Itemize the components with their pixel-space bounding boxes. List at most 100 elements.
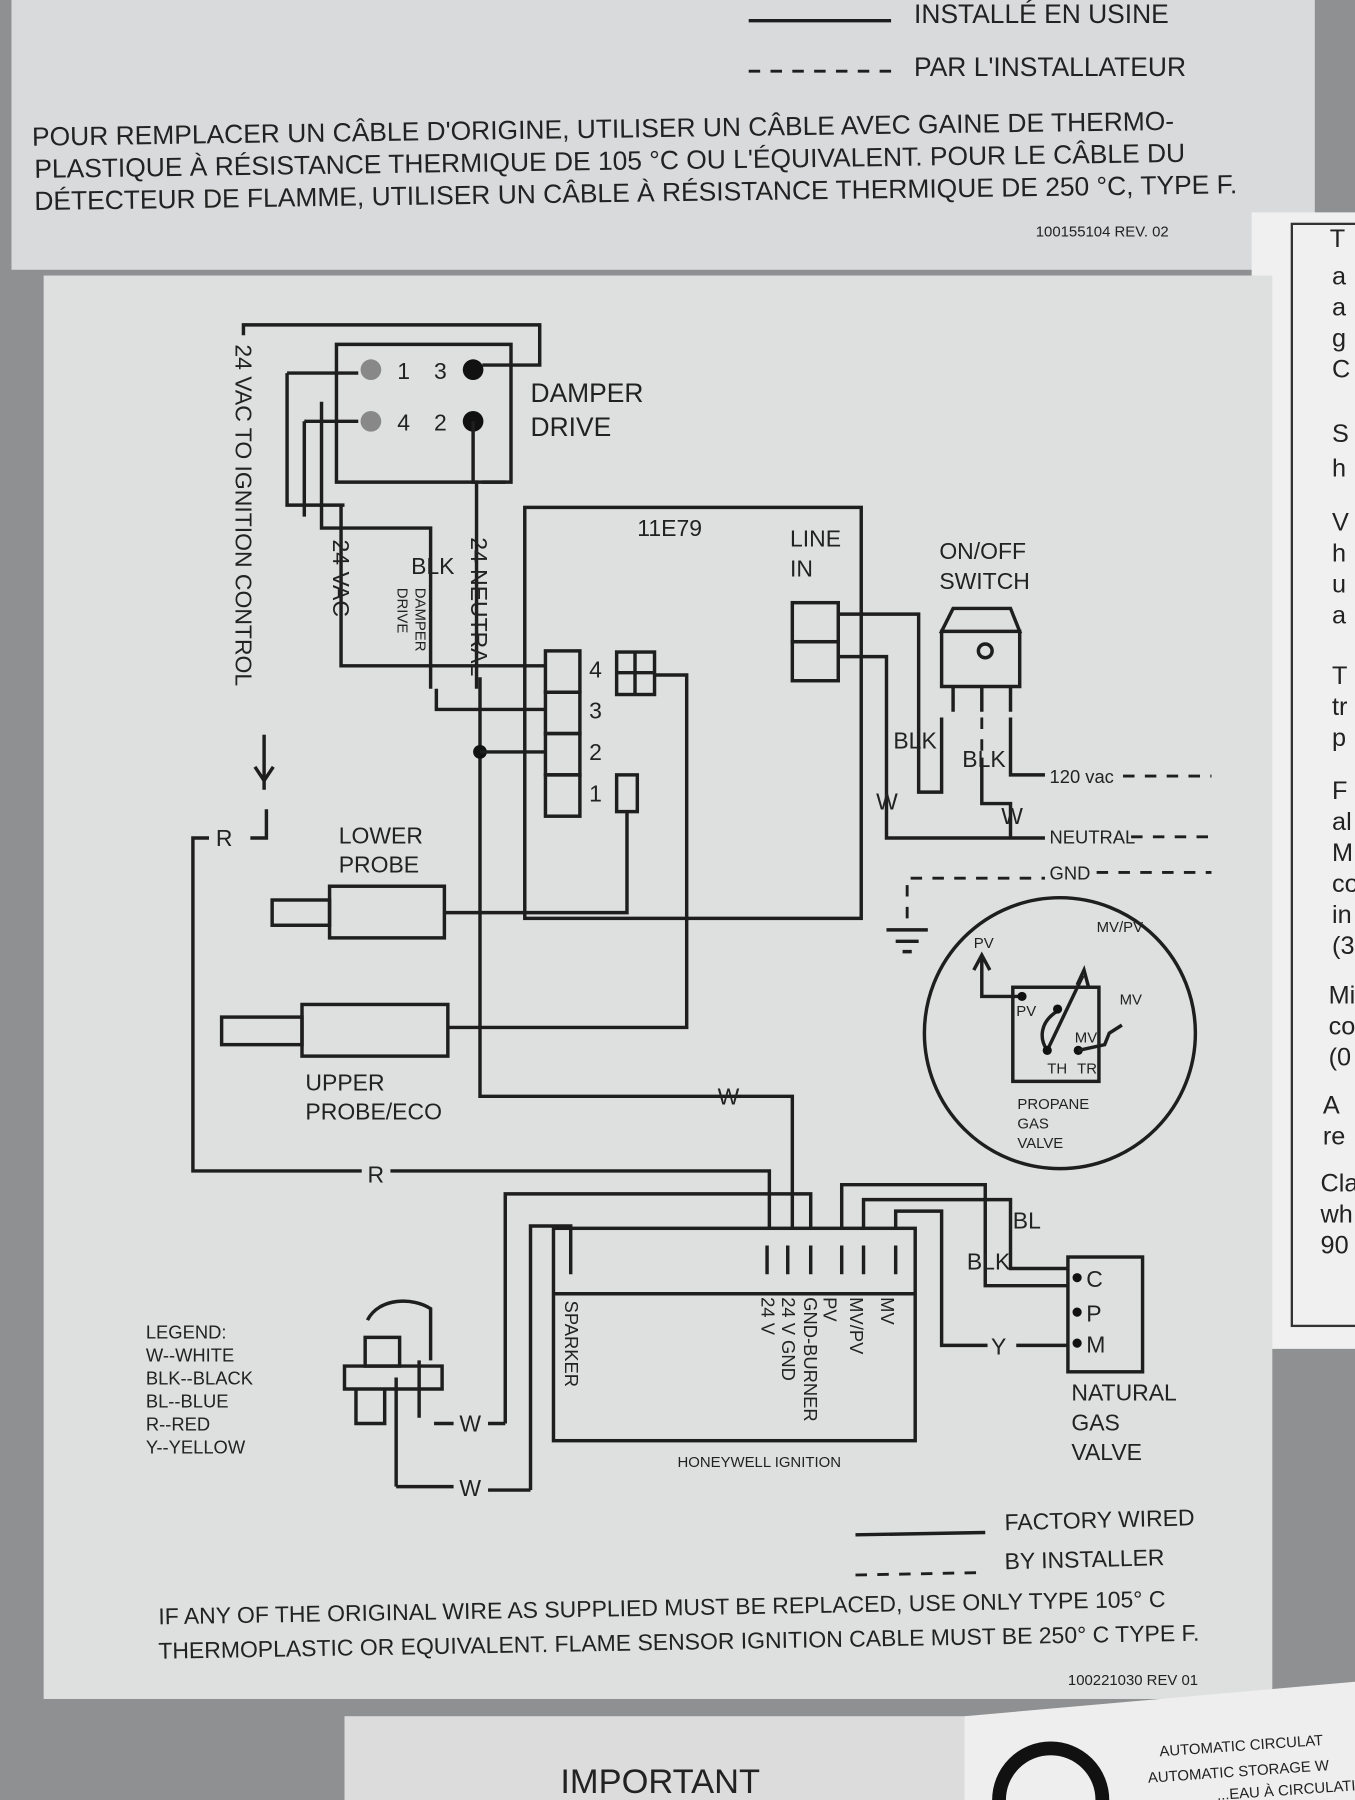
wire-segment: [951, 686, 1013, 712]
wire-segment: [1077, 1023, 1123, 1053]
diagram-text: h: [1332, 454, 1346, 482]
diagram-text: M: [1332, 839, 1353, 867]
wire-segment: [905, 876, 1045, 919]
wire-segment: [363, 1335, 402, 1368]
diagram-text: 4: [397, 409, 410, 435]
diagram-text: SPARKER: [561, 1301, 582, 1387]
diagram-text: 3: [589, 698, 602, 724]
diagram-text: 2: [434, 409, 447, 435]
terminal-4: [360, 410, 382, 432]
color-legend: LEGEND: W--WHITE BLK--BLACK BL--BLUE R--…: [146, 1322, 254, 1458]
terminal-3: [462, 359, 484, 380]
important-heading: IMPORTANT: [560, 1763, 760, 1800]
diagram-text: S: [1332, 420, 1349, 448]
diagram-text: PROPANE: [1017, 1096, 1089, 1113]
diagram-text: W: [1001, 803, 1023, 829]
diagram-text: PV: [1016, 1003, 1036, 1020]
switch-label: ON/OFF: [939, 538, 1026, 564]
wire-segment: [1011, 985, 1101, 1084]
diagram-text: V: [1332, 508, 1349, 536]
wire-segment: [488, 1421, 531, 1492]
diagram-text: MV/PV: [1097, 919, 1143, 936]
diagram-text: (3: [1332, 932, 1354, 960]
diagram-text: 24 V GND: [778, 1297, 799, 1381]
wire-segment: [551, 1226, 917, 1443]
wire-segment: [396, 1421, 454, 1489]
diagram-text: BL--BLUE: [146, 1390, 229, 1411]
wire-segment: [1042, 1045, 1052, 1055]
wire-segment: [471, 421, 479, 689]
wire-segment: [1072, 1307, 1082, 1317]
on-off-switch-icon: [938, 606, 1023, 689]
diagram-text: M: [1086, 1331, 1105, 1357]
wire-label-blk: BLK: [411, 553, 455, 579]
wire-segment: [543, 773, 582, 818]
diagram-text: Y--YELLOW: [146, 1436, 246, 1457]
damper-drive-title: DRIVE: [531, 412, 612, 442]
wire-segment: [1290, 222, 1355, 1328]
ground-icon: [886, 928, 928, 954]
wire-segment: [568, 1245, 898, 1275]
diagram-text: VALVE: [1017, 1135, 1063, 1152]
wire-segment: [1072, 1338, 1082, 1348]
upper-probe-label: UPPER: [305, 1070, 384, 1096]
legend-by-installer: BY INSTALLER: [1004, 1544, 1165, 1574]
part-number-fr: 100155104 REV. 02: [1036, 223, 1169, 240]
top-label: [11, 0, 1315, 270]
diagram-text: GAS: [1017, 1115, 1049, 1132]
wire-segment: [1066, 1255, 1145, 1374]
wire-label-drive: DRIVE: [393, 588, 410, 634]
diagram-text: GAS: [1071, 1409, 1119, 1435]
diagram-text: R: [216, 825, 233, 851]
diagram-text: 24 V: [757, 1297, 778, 1336]
diagram-text: a: [1332, 601, 1347, 629]
wire-segment: [287, 371, 506, 517]
wire-segment: [1045, 964, 1091, 1052]
honeywell-ignition-module: SPARKER 24 V 24 V GND GND-BURNER PV MV/P…: [551, 1226, 917, 1471]
wire-label-24-neutral: 24 NEUTRAL: [466, 537, 492, 676]
diagram-text: C: [1332, 356, 1350, 384]
diagram-text: IN: [790, 555, 813, 581]
wire-segment: [447, 652, 689, 1030]
csa-logo-icon: [992, 1741, 1110, 1800]
wire-segment: [191, 836, 772, 1229]
diagram-text: Mi: [1329, 981, 1355, 1009]
wire-segment: [270, 898, 332, 927]
legend-factory-fr: INSTALLÉ EN USINE: [914, 0, 1169, 29]
damper-drive: 1 3 4 2 DAMPER DRIVE: [285, 342, 643, 689]
diagram-text: re: [1323, 1123, 1345, 1151]
wire-segment: [250, 809, 269, 840]
diagram-text: h: [1332, 539, 1346, 567]
important-label: [344, 1716, 977, 1800]
diagram-text: LEGEND:: [146, 1322, 227, 1343]
line-in-terminal: [790, 639, 840, 683]
diagram-text: LINE: [790, 525, 841, 551]
diagram-text: in: [1332, 901, 1352, 929]
lower-probe-label: LOWER: [339, 823, 423, 849]
diagram-text: P: [1086, 1300, 1101, 1326]
diagram-text: tr: [1332, 693, 1347, 721]
diagram-text: BLK: [967, 1249, 1011, 1275]
diagram-text: W: [459, 1411, 481, 1437]
wire-segment: [1017, 991, 1027, 1002]
diagram-text: GND-BURNER: [800, 1297, 821, 1421]
terminal-1: [360, 359, 382, 380]
diagram-text: Y: [991, 1334, 1006, 1360]
wire-segment: [839, 1182, 1068, 1348]
diagram-text: R: [367, 1161, 384, 1187]
label-gnd: GND: [1050, 862, 1091, 883]
wire-segment: [219, 1015, 304, 1047]
diagram-text: NATURAL: [1071, 1380, 1176, 1406]
terminal-block: 4 3 2 1: [543, 649, 602, 818]
wire-segment: [855, 1530, 986, 1537]
legend-installer-fr: PAR L'INSTALLATEUR: [914, 52, 1186, 82]
arrow-icon: [253, 765, 275, 784]
diagram-text: 2: [589, 739, 602, 765]
wire-segment: [838, 612, 1045, 840]
wire-label-24vac: 24 VAC: [328, 540, 354, 617]
label-neutral: NEUTRAL: [1050, 827, 1136, 848]
natural-gas-valve: C P M NATURAL GAS VALVE: [1066, 1255, 1177, 1465]
upper-probe-label: PROBE/ECO: [305, 1098, 442, 1124]
diagram-text: BLK: [962, 746, 1006, 772]
